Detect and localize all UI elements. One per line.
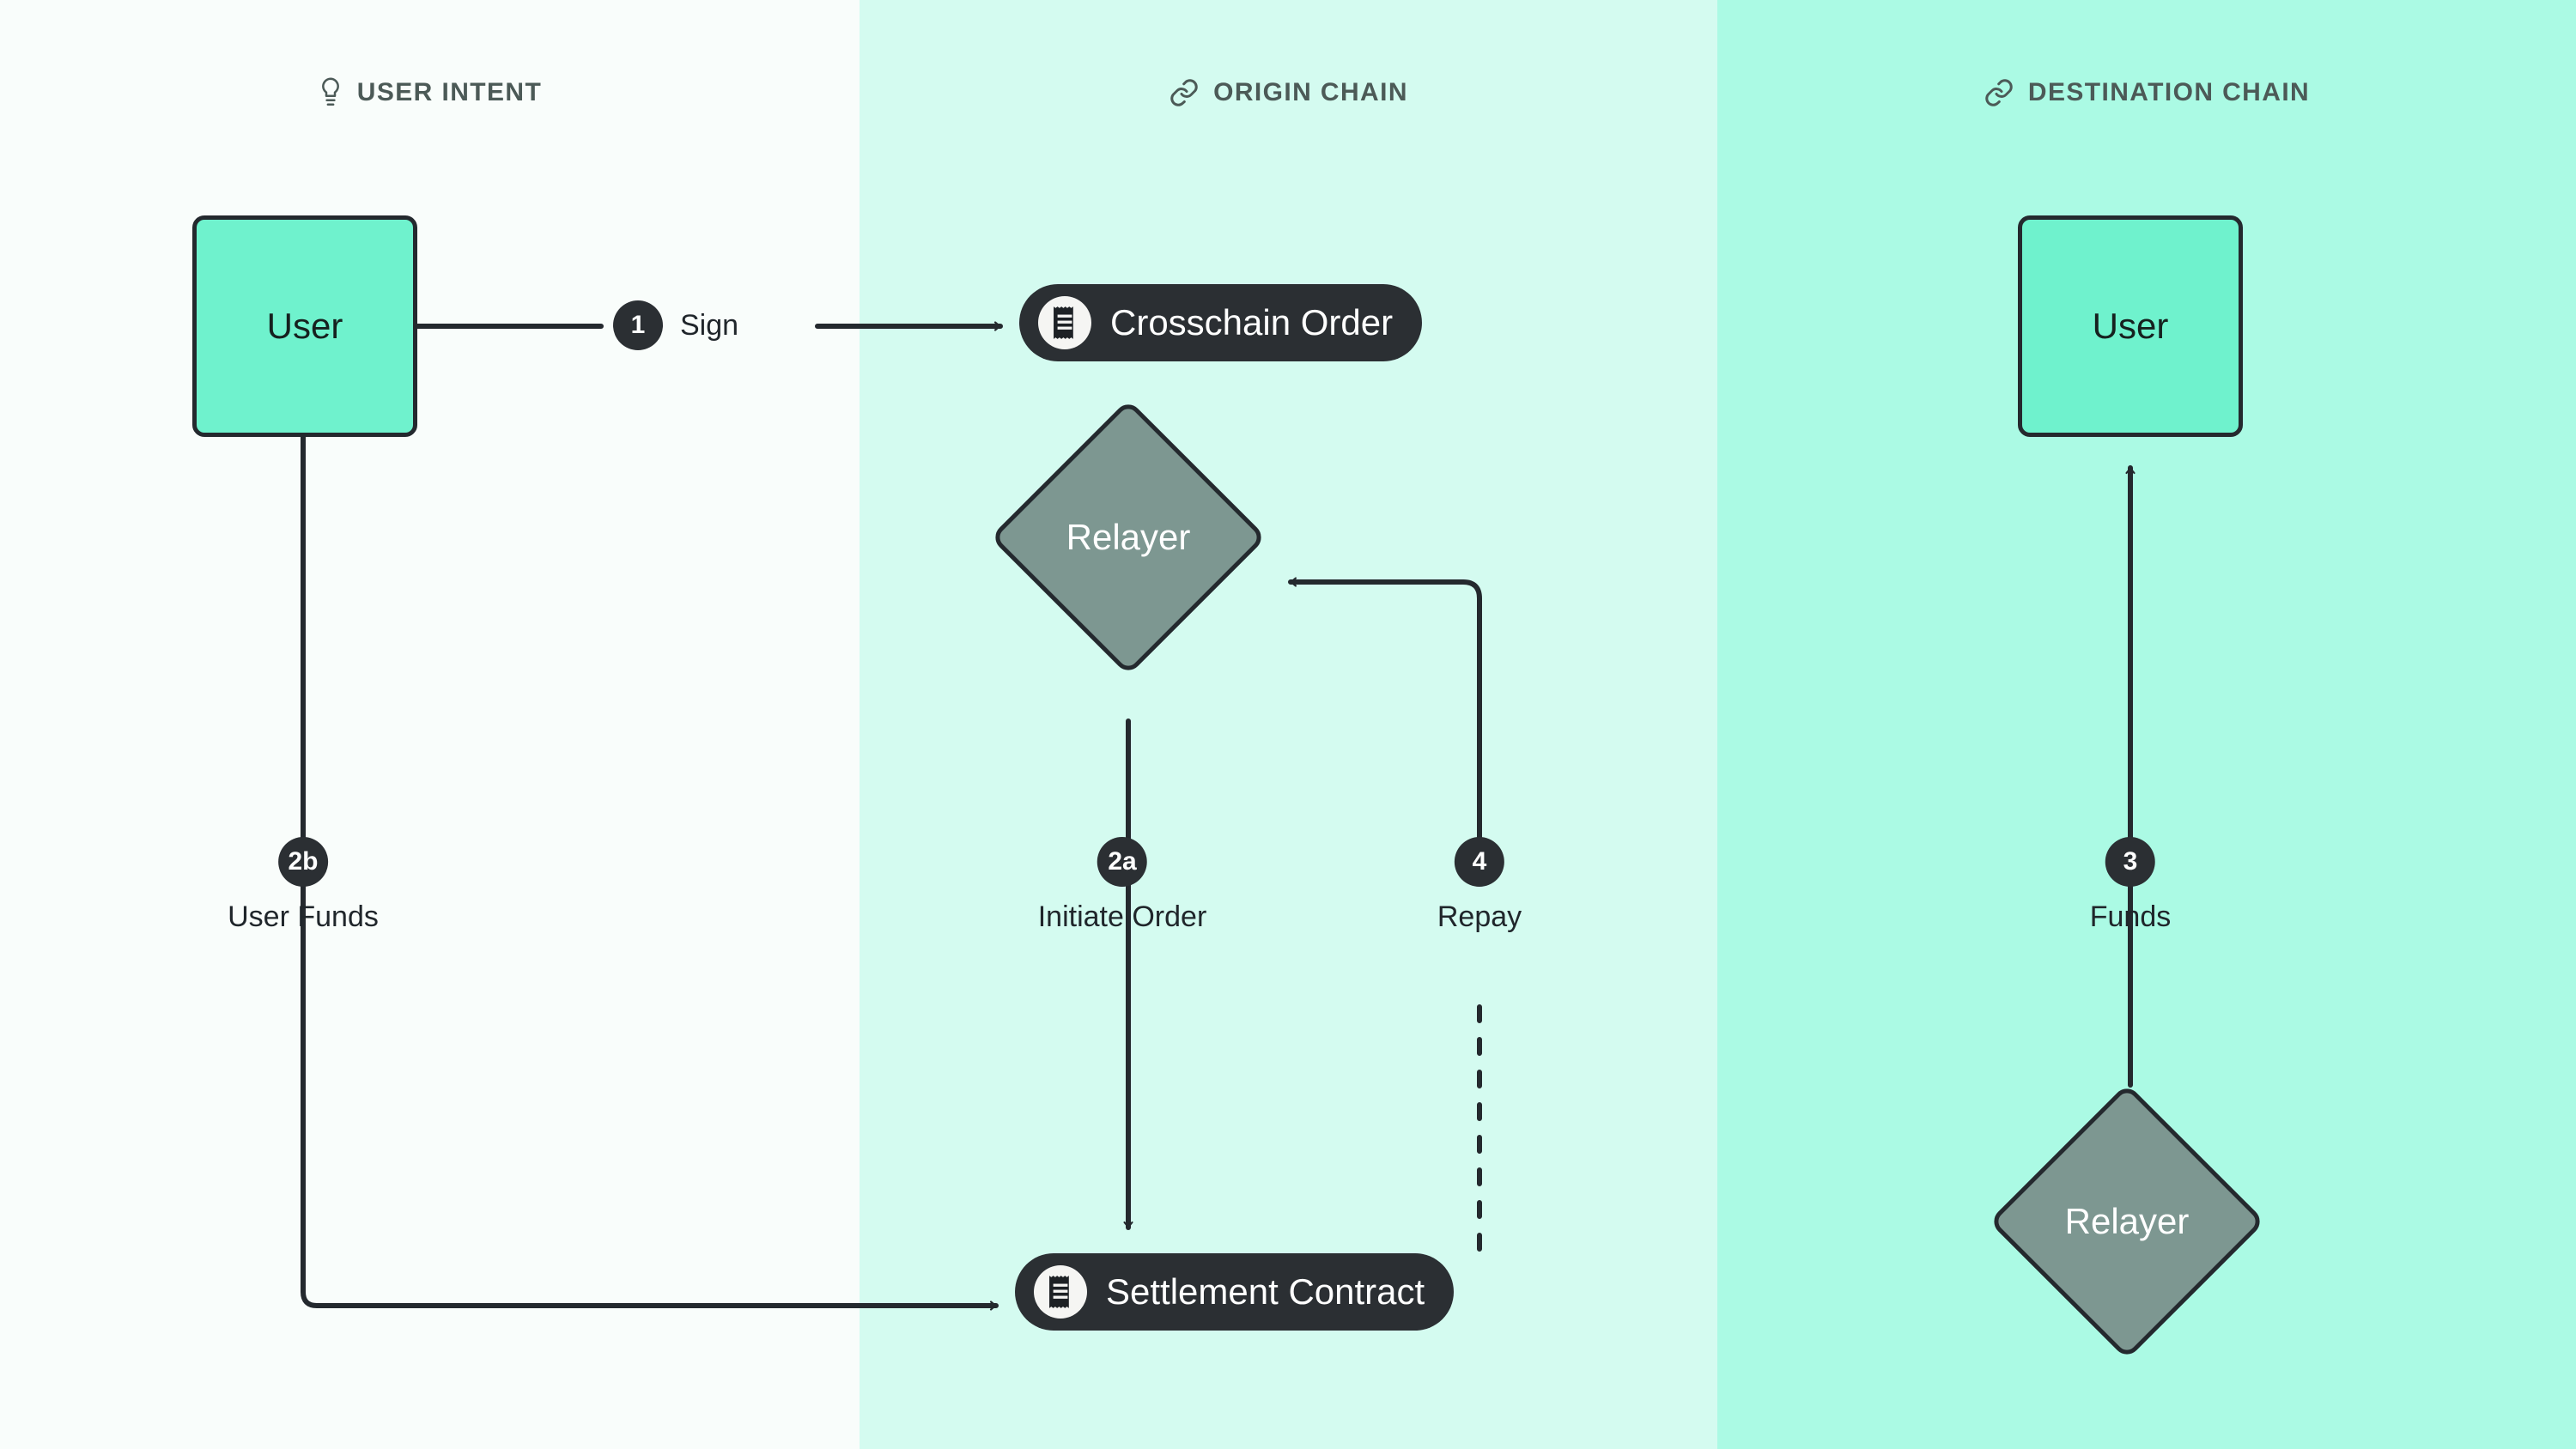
receipt-icon xyxy=(1034,1265,1087,1319)
column-title-user-intent: USER INTENT xyxy=(356,78,543,106)
step-marker-2a: 2a Initiate Order xyxy=(1037,837,1207,934)
node-label: Settlement Contract xyxy=(1106,1271,1425,1312)
node-crosschain-order[interactable]: Crosschain Order xyxy=(1019,284,1423,361)
chain-link-icon xyxy=(1984,77,2014,108)
column-background-user-intent xyxy=(0,0,860,1449)
step-marker-4: 4 Repay xyxy=(1437,837,1522,934)
step-label: Initiate Order xyxy=(1037,900,1207,933)
step-label: User Funds xyxy=(228,900,379,933)
node-label: Crosschain Order xyxy=(1110,302,1394,343)
chain-link-icon xyxy=(1169,77,1200,108)
node-relayer-destination[interactable]: Relayer xyxy=(1988,1082,2266,1361)
step-marker-3: 3 Funds xyxy=(2089,837,2172,934)
node-label: Relayer xyxy=(1066,517,1191,557)
lightbulb-icon xyxy=(318,76,343,109)
column-title-origin-chain: ORIGIN CHAIN xyxy=(1213,78,1408,106)
node-user-origin[interactable]: User xyxy=(192,215,417,437)
step-badge: 2b xyxy=(277,837,328,887)
node-label: User xyxy=(266,306,343,346)
column-header-destination-chain: DESTINATION CHAIN xyxy=(1717,76,2576,110)
step-label: Funds xyxy=(2089,900,2172,933)
receipt-icon xyxy=(1038,296,1091,349)
column-background-origin-chain xyxy=(860,0,1717,1449)
step-badge: 2a xyxy=(1097,837,1147,887)
step-label: Sign xyxy=(680,308,739,342)
step-label: Repay xyxy=(1437,900,1522,933)
step-badge: 4 xyxy=(1455,837,1504,887)
step-marker-1: 1 Sign xyxy=(613,300,738,350)
node-relayer-origin[interactable]: Relayer xyxy=(989,398,1267,676)
step-badge: 3 xyxy=(2105,837,2155,887)
node-label: Relayer xyxy=(2064,1201,2190,1241)
column-header-origin-chain: ORIGIN CHAIN xyxy=(860,76,1717,110)
node-label: User xyxy=(2092,306,2169,346)
column-header-user-intent: USER INTENT xyxy=(0,76,860,110)
node-settlement-contract[interactable]: Settlement Contract xyxy=(1015,1253,1455,1331)
step-marker-2b: 2b User Funds xyxy=(228,837,379,934)
node-user-destination[interactable]: User xyxy=(2018,215,2243,437)
column-title-destination-chain: DESTINATION CHAIN xyxy=(2027,78,2311,106)
step-badge: 1 xyxy=(613,300,663,350)
